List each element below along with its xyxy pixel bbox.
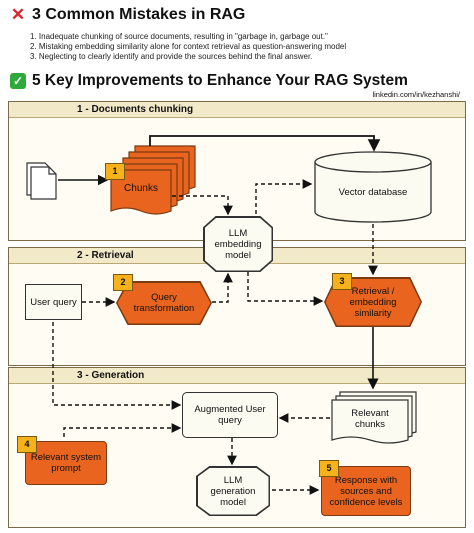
mistakes-heading: ✕ 3 Common Mistakes in RAG <box>10 5 246 24</box>
relevant-chunks-stack <box>331 391 417 444</box>
query-transformation-inner: Query transformation <box>117 282 211 324</box>
retrieval-similarity-node[interactable]: Retrieval / embedding similarity <box>324 277 422 327</box>
mistakes-list: 1. Inadequate chunking of source documen… <box>30 32 346 62</box>
response-node[interactable]: Response with sources and confidence lev… <box>321 466 411 516</box>
vector-database-node[interactable]: Vector database <box>315 174 431 210</box>
llm-generation-model-inner: LLM generation model <box>197 467 269 515</box>
llm-generation-model-node[interactable]: LLM generation model <box>196 466 270 516</box>
check-icon: ✓ <box>10 73 26 89</box>
section-chunking-title: 1 - Documents chunking <box>9 102 465 118</box>
mistake-item: 1. Inadequate chunking of source documen… <box>30 32 328 41</box>
llm-embedding-model-inner: LLM embedding model <box>204 217 272 271</box>
chunks-label: Chunks <box>124 182 158 194</box>
llm-embedding-model-node[interactable]: LLM embedding model <box>203 216 273 272</box>
augmented-query-label: Augmented User query <box>194 404 266 426</box>
chunks-stack <box>110 145 196 215</box>
vector-database-label: Vector database <box>338 186 408 198</box>
section-generation-title: 3 - Generation <box>9 368 465 384</box>
query-transformation-node[interactable]: Query transformation <box>116 281 212 325</box>
cross-icon: ✕ <box>10 5 26 24</box>
badge-4: 4 <box>17 436 37 453</box>
query-transformation-label: Query transformation <box>133 292 195 314</box>
retrieval-similarity-label: Retrieval / embedding similarity <box>349 285 397 319</box>
mistake-item: 2. Mistaking embedding similarity alone … <box>30 42 347 51</box>
augmented-query-node[interactable]: Augmented User query <box>182 392 278 438</box>
relevant-chunks-node[interactable]: Relevant chunks <box>334 402 406 436</box>
badge-2: 2 <box>113 274 133 291</box>
user-query-label: User query <box>30 296 77 308</box>
improvements-heading: ✓ 5 Key Improvements to Enhance Your RAG… <box>10 72 408 90</box>
credit-link[interactable]: linkedin.com/in/kezhanshi/ <box>372 90 460 99</box>
badge-3: 3 <box>332 273 352 290</box>
vector-database-cylinder <box>314 151 432 223</box>
badge-5: 5 <box>319 460 339 477</box>
relevant-chunks-label: Relevant chunks <box>351 408 389 430</box>
documents-icon <box>26 162 57 200</box>
response-label: Response with sources and confidence lev… <box>329 474 403 508</box>
improvements-title: 5 Key Improvements to Enhance Your RAG S… <box>32 72 408 89</box>
chunks-node[interactable]: Chunks <box>111 170 171 206</box>
relevant-system-prompt-node[interactable]: Relevant system prompt <box>25 441 107 485</box>
user-query-node[interactable]: User query <box>25 284 82 320</box>
mistakes-title: 3 Common Mistakes in RAG <box>32 6 246 23</box>
mistake-item: 3. Neglecting to clearly identify and pr… <box>30 52 313 61</box>
llm-generation-model-label: LLM generation model <box>210 474 256 508</box>
relevant-system-prompt-label: Relevant system prompt <box>30 452 102 474</box>
badge-1: 1 <box>105 163 125 180</box>
retrieval-similarity-inner: Retrieval / embedding similarity <box>325 278 421 326</box>
llm-embedding-model-label: LLM embedding model <box>214 227 262 261</box>
